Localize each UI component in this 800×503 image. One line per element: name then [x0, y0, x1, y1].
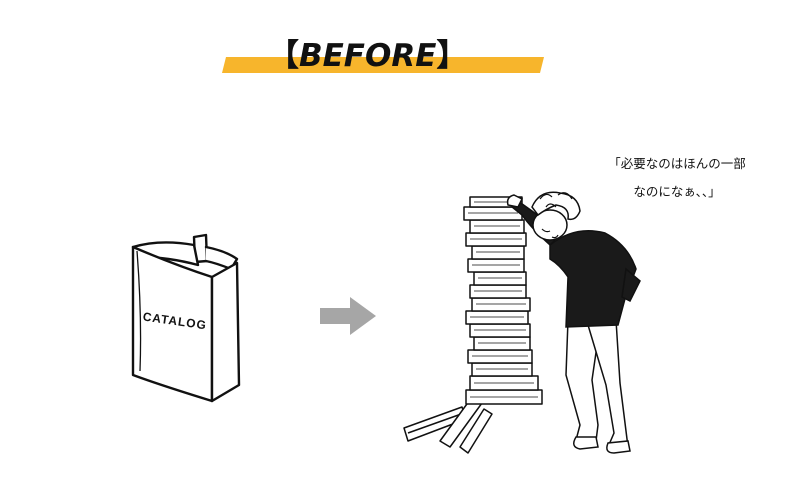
- page-title: 【BEFORE】: [268, 36, 467, 76]
- right-arrow-icon: [320, 297, 376, 335]
- speech-line-1: 「必要なのはほんの一部: [608, 156, 746, 171]
- catalog-book-illustration: CATALOG: [131, 233, 241, 403]
- speech-line-2: なのになぁ、、」: [633, 184, 721, 199]
- title-bracket-close: 】: [436, 38, 468, 74]
- page-title-block: 【BEFORE】: [222, 36, 544, 78]
- speech-text: 「必要なのはほんの一部 なのになぁ、、」: [582, 150, 772, 206]
- page-title-text: BEFORE: [299, 38, 437, 74]
- title-bracket-open: 【: [268, 38, 299, 74]
- person-with-book-stack-illustration: [403, 191, 641, 454]
